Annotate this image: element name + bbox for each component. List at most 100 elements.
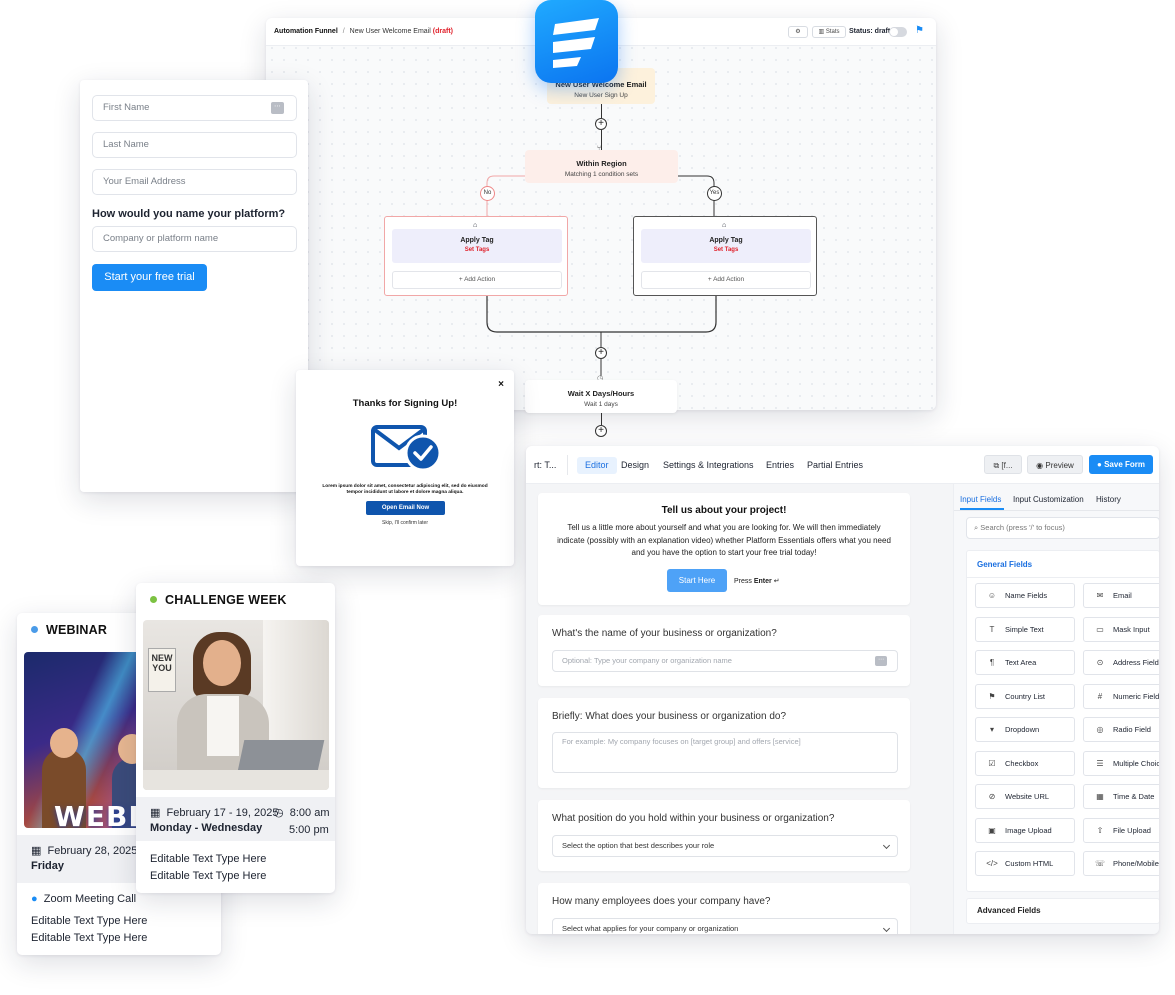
location-icon: ⊙ — [1096, 658, 1104, 667]
position-select[interactable]: Select the option that best describes yo… — [552, 835, 898, 857]
field-label: Phone/Mobile — [1113, 859, 1159, 868]
stats-button[interactable]: ▥ Stats — [812, 26, 846, 38]
image-icon: ▣ — [988, 826, 996, 835]
question-card-4[interactable]: How many employees does your company hav… — [538, 883, 910, 934]
field-label: Email — [1113, 591, 1132, 600]
close-icon[interactable]: × — [498, 379, 504, 390]
plus-icon: + — [707, 276, 712, 283]
question-2-label: Briefly: What does your business or orga… — [552, 711, 787, 722]
field-checkbox[interactable]: ☑Checkbox — [975, 751, 1075, 776]
first-name-input[interactable]: First Name ⋯ — [92, 95, 297, 121]
condition-node[interactable]: Within Region Matching 1 condition sets — [525, 150, 678, 183]
business-description-textarea[interactable]: For example: My company focuses on [targ… — [552, 732, 898, 773]
field-country-list[interactable]: ⚑Country List — [975, 684, 1075, 709]
field-name-fields[interactable]: ☺ Name Fields — [975, 583, 1075, 608]
tab-history[interactable]: History — [1096, 495, 1121, 504]
builder-sidebar: Input Fields Input Customization History… — [953, 484, 1159, 934]
email-input[interactable]: Your Email Address — [92, 169, 297, 195]
business-name-input[interactable]: Optional: Type your company or organizat… — [552, 650, 898, 672]
apply-tag-action[interactable]: Apply Tag Set Tags — [641, 229, 811, 263]
preview-button[interactable]: ◉ Preview — [1027, 455, 1083, 474]
breadcrumb-root[interactable]: Automation Funnel — [274, 28, 338, 35]
tab-input-fields[interactable]: Input Fields — [960, 495, 1002, 504]
wait-node[interactable]: Wait X Days/Hours Wait 1 days — [525, 380, 677, 413]
hash-icon: # — [1097, 692, 1103, 701]
intro-card[interactable]: Tell us about your project! Tell us a li… — [538, 493, 910, 605]
field-label: Text Area — [1005, 658, 1037, 667]
field-website-url[interactable]: ⊘Website URL — [975, 784, 1075, 809]
text-icon: T — [989, 625, 995, 634]
breadcrumb-page: New User Welcome Email — [349, 28, 431, 35]
business-description-placeholder: For example: My company focuses on [targ… — [562, 737, 801, 746]
field-search-input[interactable]: ⌕ Search (press '/' to focus) — [966, 517, 1159, 539]
status-label: Status: draft — [849, 28, 891, 35]
shortcode-button[interactable]: ⧉ [f... — [984, 455, 1022, 474]
search-icon: ⌕ — [974, 523, 979, 532]
skip-link[interactable]: Skip, I'll confirm later — [382, 520, 428, 526]
check-circle-icon: ● — [1097, 460, 1102, 469]
start-trial-button[interactable]: Start your free trial — [92, 264, 207, 291]
settings-button[interactable]: ⚙ — [788, 26, 808, 38]
advanced-fields-heading[interactable]: Advanced Fields — [966, 898, 1159, 924]
field-label: File Upload — [1113, 826, 1151, 835]
field-multiple-choice[interactable]: ☰Multiple Choice — [1083, 751, 1159, 776]
trigger-subtitle: New User Sign Up — [574, 92, 628, 99]
start-here-button[interactable]: Start Here — [667, 569, 727, 592]
shortcode-label: [f... — [1001, 461, 1013, 470]
field-radio-field[interactable]: ◎Radio Field — [1083, 717, 1159, 742]
field-label: Name Fields — [1005, 591, 1048, 600]
question-card-3[interactable]: What position do you hold within your bu… — [538, 800, 910, 871]
add-action-button[interactable]: + Add Action — [641, 271, 811, 289]
field-numeric-field[interactable]: #Numeric Field — [1083, 684, 1159, 709]
business-name-placeholder: Optional: Type your company or organizat… — [562, 656, 732, 665]
add-step-button[interactable]: + — [595, 118, 607, 130]
company-placeholder: Company or platform name — [103, 233, 219, 244]
field-address-fields[interactable]: ⊙Address Fields — [1083, 650, 1159, 675]
question-card-1[interactable]: What's the name of your business or orga… — [538, 615, 910, 686]
autofill-icon[interactable]: ⋯ — [271, 102, 284, 114]
tab-editor[interactable]: Editor — [577, 457, 617, 474]
link-icon: ⊘ — [988, 792, 996, 801]
tab-partial-entries[interactable]: Partial Entries — [807, 460, 864, 470]
open-email-button[interactable]: Open Email Now — [366, 501, 445, 515]
field-image-upload[interactable]: ▣Image Upload — [975, 818, 1075, 843]
field-dropdown[interactable]: ▾Dropdown — [975, 717, 1075, 742]
tab-settings[interactable]: Settings & Integrations — [663, 460, 754, 470]
field-time-date[interactable]: ▦Time & Date — [1083, 784, 1159, 809]
add-step-button[interactable]: + — [595, 425, 607, 437]
tab-entries[interactable]: Entries — [766, 460, 795, 470]
add-action-button[interactable]: + Add Action — [392, 271, 562, 289]
employees-select[interactable]: Select what applies for your company or … — [552, 918, 898, 934]
save-form-button[interactable]: ● Save Form — [1089, 455, 1153, 474]
field-custom-html[interactable]: </>Custom HTML — [975, 851, 1075, 876]
company-input[interactable]: Company or platform name — [92, 226, 297, 252]
webinar-label-text: WEBINAR — [46, 623, 108, 637]
status-dot — [150, 596, 157, 603]
field-email[interactable]: ✉Email — [1083, 583, 1159, 608]
user-icon: ☺ — [987, 591, 997, 600]
question-card-2[interactable]: Briefly: What does your business or orga… — [538, 698, 910, 788]
apply-tag-action[interactable]: Apply Tag Set Tags — [392, 229, 562, 263]
general-fields-heading[interactable]: General Fields — [977, 560, 1033, 569]
paragraph-icon: ¶ — [989, 658, 995, 667]
autofill-icon[interactable]: ⋯ — [875, 656, 887, 666]
learn-icon[interactable]: ⚑ — [915, 25, 924, 36]
radio-icon: ◎ — [1096, 725, 1104, 734]
upload-icon: ⇧ — [1096, 826, 1104, 835]
challenge-time-end: 5:00 pm — [289, 824, 329, 836]
status-toggle[interactable] — [889, 27, 907, 37]
field-phone-mobile[interactable]: ☏Phone/Mobile — [1083, 851, 1159, 876]
last-name-input[interactable]: Last Name — [92, 132, 297, 158]
field-file-upload[interactable]: ⇧ File Upload — [1083, 818, 1159, 843]
tab-input-customization[interactable]: Input Customization — [1013, 495, 1084, 504]
clock-icon: ◷ — [274, 807, 284, 819]
intro-title: Tell us about your project! — [661, 505, 787, 516]
challenge-card[interactable]: CHALLENGE WEEK NEW YOU ▦ February 17 - 1… — [136, 583, 335, 893]
tab-design[interactable]: Design — [621, 460, 650, 470]
field-mask-input[interactable]: ▭Mask Input — [1083, 617, 1159, 642]
form-name-crumb[interactable]: rt: T... — [534, 460, 557, 470]
chevron-down-icon — [882, 841, 891, 850]
add-step-button[interactable]: + — [595, 347, 607, 359]
field-text-area[interactable]: ¶ Text Area — [975, 650, 1075, 675]
